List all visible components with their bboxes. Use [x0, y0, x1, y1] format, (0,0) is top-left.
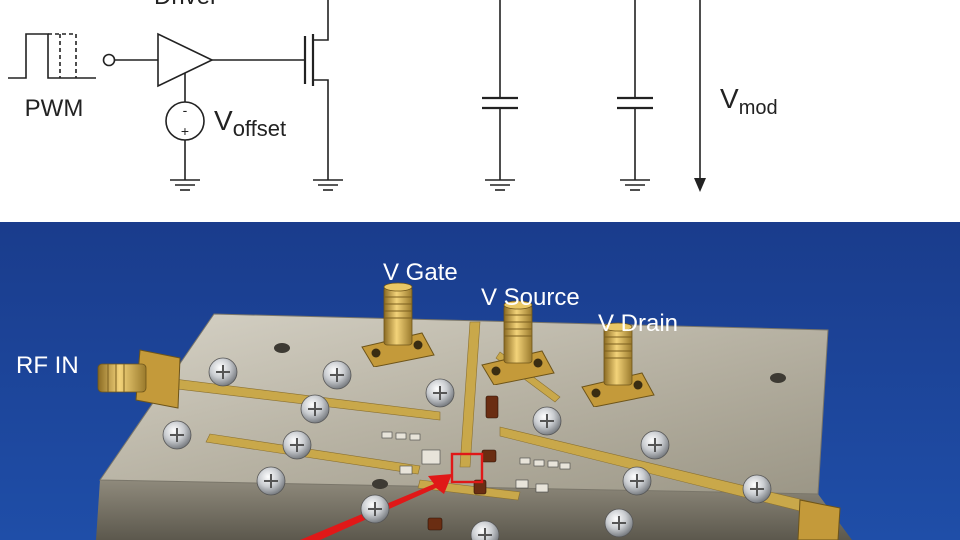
- label-v-gate: V Gate: [383, 259, 458, 286]
- pwm-label: PWM: [25, 95, 84, 122]
- pwm-waveform-icon: [8, 33, 96, 79]
- screw: [300, 394, 330, 424]
- mounting-holes: [274, 343, 786, 489]
- screw: [208, 357, 238, 387]
- screw: [742, 474, 772, 504]
- screw: [360, 494, 390, 524]
- label-v-drain: V Drain: [598, 310, 678, 337]
- circuit-schematic: Driver PWM - + Voffset Vmod: [8, 0, 778, 192]
- screw: [425, 378, 455, 408]
- mod-voltage-label: Vmod: [720, 83, 778, 119]
- sma-connector-rf-out: [797, 499, 841, 540]
- screw: [256, 466, 286, 496]
- board-side: [96, 480, 852, 540]
- screw: [532, 406, 562, 436]
- ground-symbol: [313, 179, 343, 191]
- ground-symbol: [620, 179, 650, 191]
- screw: [640, 430, 670, 460]
- sma-connector-rf-in: [97, 349, 181, 409]
- ground-symbol: [485, 179, 515, 191]
- pointer-arrow-icon: [300, 474, 452, 540]
- screw: [282, 430, 312, 460]
- screw: [622, 466, 652, 496]
- screw: [604, 508, 634, 538]
- amplifier-board-photo: V Gate V Source V Drain RF IN: [0, 222, 960, 540]
- driver-label: Driver: [154, 0, 218, 10]
- vmod-arrowhead-icon: [694, 178, 706, 192]
- inductor-components: [427, 395, 499, 531]
- capacitor-symbol: [482, 0, 518, 180]
- screw: [322, 360, 352, 390]
- highlight-box: [450, 452, 484, 484]
- offset-source-minus: -: [183, 102, 188, 118]
- smd-components: [381, 431, 571, 493]
- capacitor-symbol: [617, 0, 653, 180]
- transistor-symbol: [303, 0, 329, 180]
- input-node: [102, 53, 116, 67]
- label-v-source: V Source: [481, 284, 580, 311]
- offset-source-plus: +: [181, 123, 189, 139]
- ground-symbol: [170, 179, 200, 191]
- offset-voltage-label: Voffset: [214, 105, 286, 141]
- label-rf-in: RF IN: [16, 352, 79, 379]
- screw: [162, 420, 192, 450]
